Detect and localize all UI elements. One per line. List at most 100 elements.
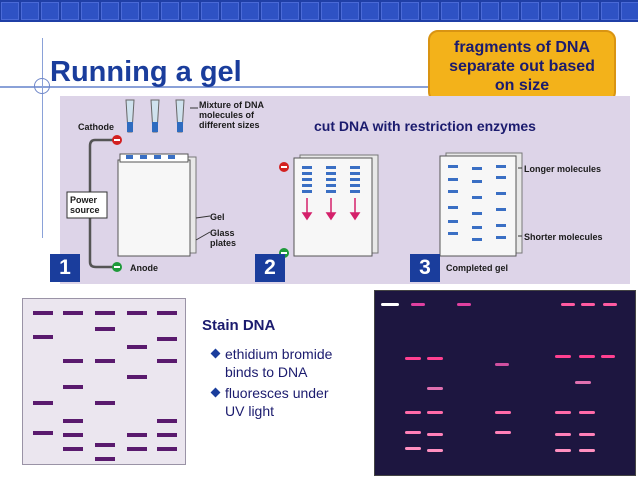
bullet-2: fluoresces under	[210, 384, 329, 402]
band	[127, 375, 147, 379]
band	[63, 385, 83, 389]
header-square	[601, 2, 619, 20]
bullet-2-cont: UV light	[225, 403, 275, 419]
band	[157, 311, 177, 315]
header-square	[561, 2, 579, 20]
header-square	[421, 2, 439, 20]
step-1-badge: 1	[50, 254, 80, 282]
bullet-1-cont: binds to DNA	[225, 364, 308, 380]
header-square	[101, 2, 119, 20]
header-square	[21, 2, 39, 20]
band	[63, 433, 83, 437]
band	[63, 419, 83, 423]
page-title: Running a gel	[50, 56, 242, 88]
header-square	[261, 2, 279, 20]
down-arrow-icon	[301, 198, 361, 221]
header-square	[441, 2, 459, 20]
band	[157, 433, 177, 437]
header-square	[541, 2, 559, 20]
band	[95, 327, 115, 331]
header-square	[121, 2, 139, 20]
band	[95, 401, 115, 405]
band	[63, 311, 83, 315]
callout-box: fragments of DNA separate out based on s…	[428, 30, 616, 102]
header-square	[141, 2, 159, 20]
callout-line-3: on size	[494, 77, 550, 94]
diagram-subtitle: cut DNA with restriction enzymes	[314, 118, 536, 134]
bullet-diamond-icon	[210, 348, 221, 359]
gel-photo	[374, 290, 636, 476]
header-square	[1, 2, 19, 20]
header-square	[501, 2, 519, 20]
mixture-label-2: molecules of	[199, 110, 255, 120]
completed-gel-label: Completed gel	[446, 263, 509, 273]
band	[33, 401, 53, 405]
power-source-label-1: Power	[70, 195, 98, 205]
header-square	[381, 2, 399, 20]
header-square	[241, 2, 259, 20]
step-2-badge: 2	[255, 254, 285, 282]
header-square	[301, 2, 319, 20]
anode-label: Anode	[130, 263, 158, 273]
header-square	[581, 2, 599, 20]
bullet-1-line-1: ethidium bromide	[225, 346, 333, 362]
band	[95, 359, 115, 363]
band	[95, 443, 115, 447]
band	[157, 447, 177, 451]
header-square	[341, 2, 359, 20]
band-pattern-diagram	[22, 298, 186, 465]
step-3-badge: 3	[410, 254, 440, 282]
mixture-label-3: different sizes	[199, 120, 260, 130]
band	[157, 419, 177, 423]
band	[33, 311, 53, 315]
power-source-label-2: source	[70, 205, 100, 215]
header-square	[41, 2, 59, 20]
header-square	[361, 2, 379, 20]
title-rule	[0, 86, 430, 88]
header-square	[481, 2, 499, 20]
mixture-label-1: Mixture of DNA	[199, 100, 264, 110]
stain-title: Stain DNA	[202, 317, 276, 334]
title-vertical-rule	[42, 38, 43, 238]
header-square	[401, 2, 419, 20]
band	[63, 359, 83, 363]
band	[33, 431, 53, 435]
header-square	[621, 2, 638, 20]
bullet-1: ethidium bromide	[210, 345, 333, 363]
gel-1	[117, 159, 191, 257]
header-square	[321, 2, 339, 20]
band	[127, 345, 147, 349]
glass-plates-label-1: Glass	[210, 228, 235, 238]
band	[127, 311, 147, 315]
power-source-box	[66, 191, 108, 219]
header-square	[281, 2, 299, 20]
bullet-diamond-icon	[210, 387, 221, 398]
band	[157, 337, 177, 341]
title-circle	[34, 78, 50, 94]
header-square	[161, 2, 179, 20]
header-square	[81, 2, 99, 20]
cathode-label: Cathode	[78, 122, 114, 132]
band	[127, 447, 147, 451]
band	[95, 457, 115, 461]
shorter-molecules-label: Shorter molecules	[524, 232, 603, 242]
header-band	[0, 0, 638, 22]
callout-line-1: fragments of DNA	[453, 39, 590, 56]
header-square	[61, 2, 79, 20]
longer-molecules-label: Longer molecules	[524, 164, 602, 174]
band	[33, 335, 53, 339]
header-square	[521, 2, 539, 20]
band	[127, 433, 147, 437]
header-square	[461, 2, 479, 20]
bullet-2-line-1: fluoresces under	[225, 385, 329, 401]
gel-label: Gel	[210, 212, 225, 222]
band	[95, 311, 115, 315]
header-square	[221, 2, 239, 20]
glass-plates-label-2: plates	[210, 238, 237, 248]
header-square	[201, 2, 219, 20]
band	[63, 447, 83, 451]
band	[157, 359, 177, 363]
header-square	[181, 2, 199, 20]
callout-line-2: separate out based	[449, 58, 595, 75]
